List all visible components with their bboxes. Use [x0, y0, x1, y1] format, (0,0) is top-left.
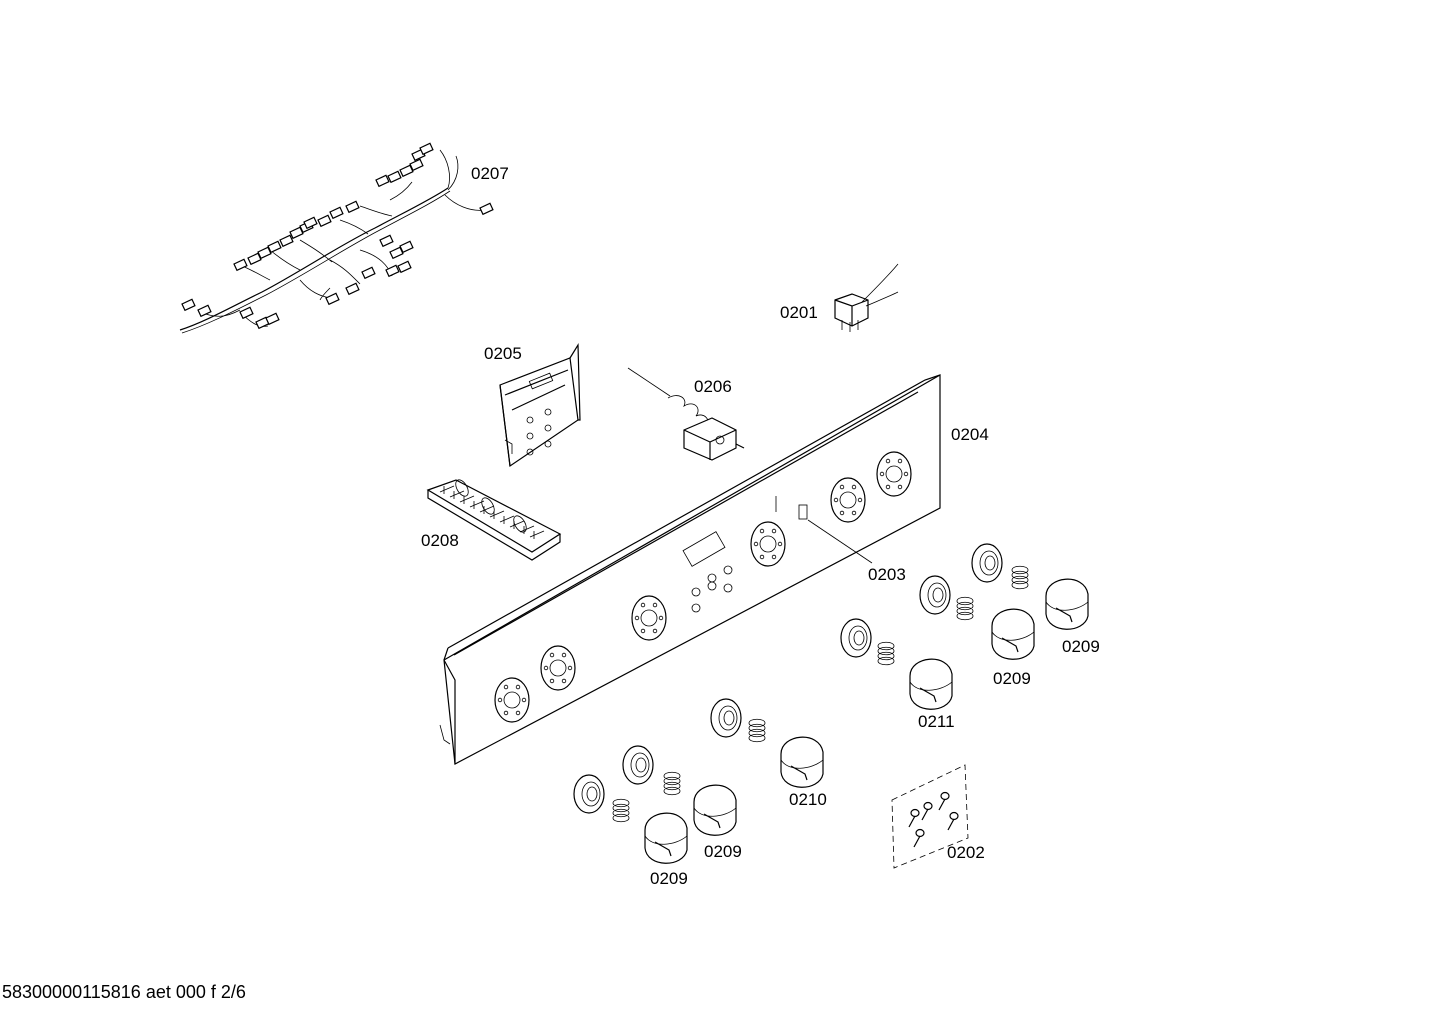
terminal-strip-0208: [426, 479, 562, 561]
screws-0202: [891, 764, 969, 869]
label-0205: 0205: [484, 344, 522, 363]
label-0203: 0203: [868, 565, 906, 584]
label-0209-right: 0209: [1062, 637, 1100, 656]
switch-0201: [834, 263, 899, 332]
label-0207: 0207: [471, 164, 509, 183]
label-0204: 0204: [951, 425, 989, 444]
label-0208: 0208: [421, 531, 459, 550]
document-footer: 58300000115816 aet 000 f 2/6: [2, 982, 246, 1002]
control-panel-0204: [439, 373, 941, 765]
label-0201: 0201: [780, 303, 818, 322]
label-0211: 0211: [918, 712, 955, 731]
label-0209-mid: 0209: [993, 669, 1031, 688]
thermostat-0206: [627, 367, 745, 461]
leader-line-0203: [807, 519, 873, 564]
wiring-harness-0207: [179, 142, 494, 334]
label-0209-lower: 0209: [704, 842, 742, 861]
label-0209-bottom: 0209: [650, 869, 688, 888]
label-0210: 0210: [789, 790, 827, 809]
knob-assemblies: [573, 543, 1089, 864]
label-0202: 0202: [947, 843, 985, 862]
label-0206: 0206: [694, 377, 732, 396]
module-0205: [499, 342, 581, 468]
